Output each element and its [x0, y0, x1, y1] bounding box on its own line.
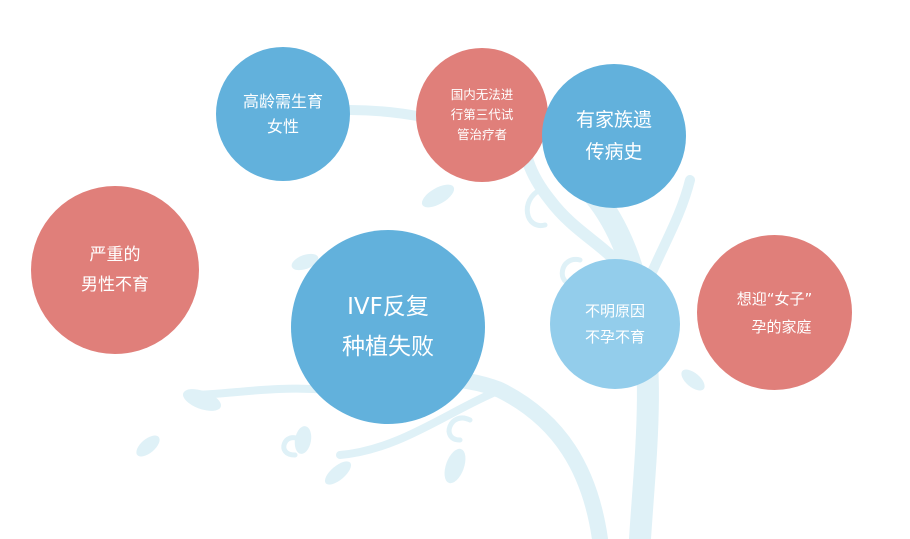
bubble-advanced-age-female: 高龄需生育 女性	[216, 47, 350, 181]
bubble-text-line: 想迎“女子”	[736, 289, 813, 308]
bubble-text-line: 女性	[266, 117, 299, 136]
bubble-text-line: 管治疗者	[456, 127, 507, 142]
bubble-text-line: IVF反复	[347, 294, 429, 320]
bubble-text-line: 传病史	[585, 141, 643, 163]
bubble-text-line: 严重的	[89, 245, 141, 265]
bubble-gender-selection-family: 想迎“女子” 孕的家庭	[697, 235, 852, 390]
bubble-severe-male-infertility: 严重的 男性不育	[31, 186, 199, 354]
bubble-family-genetic-history: 有家族遗 传病史	[542, 64, 686, 208]
bubble-text-line: 男性不育	[81, 275, 149, 295]
bubble-no-pgt-domestic: 国内无法进 行第三代试 管治疗者	[416, 48, 548, 182]
bubble-text-line: 种植失败	[342, 334, 434, 360]
bubble-text-line: 国内无法进	[450, 87, 514, 102]
bubble-text-line: 有家族遗	[575, 109, 652, 131]
bubble-text-line: 高龄需生育	[242, 92, 323, 111]
bubble-text-line: 不孕不育	[584, 328, 645, 346]
bubble-ivf-repeated-failure: IVF反复 种植失败	[291, 230, 485, 424]
bubble-text-line: 不明原因	[584, 302, 645, 320]
bubble-text-line: 行第三代试	[450, 107, 514, 122]
bubble-text-line: 孕的家庭	[751, 317, 812, 336]
bubble-unexplained-infertility: 不明原因 不孕不育	[550, 259, 680, 389]
